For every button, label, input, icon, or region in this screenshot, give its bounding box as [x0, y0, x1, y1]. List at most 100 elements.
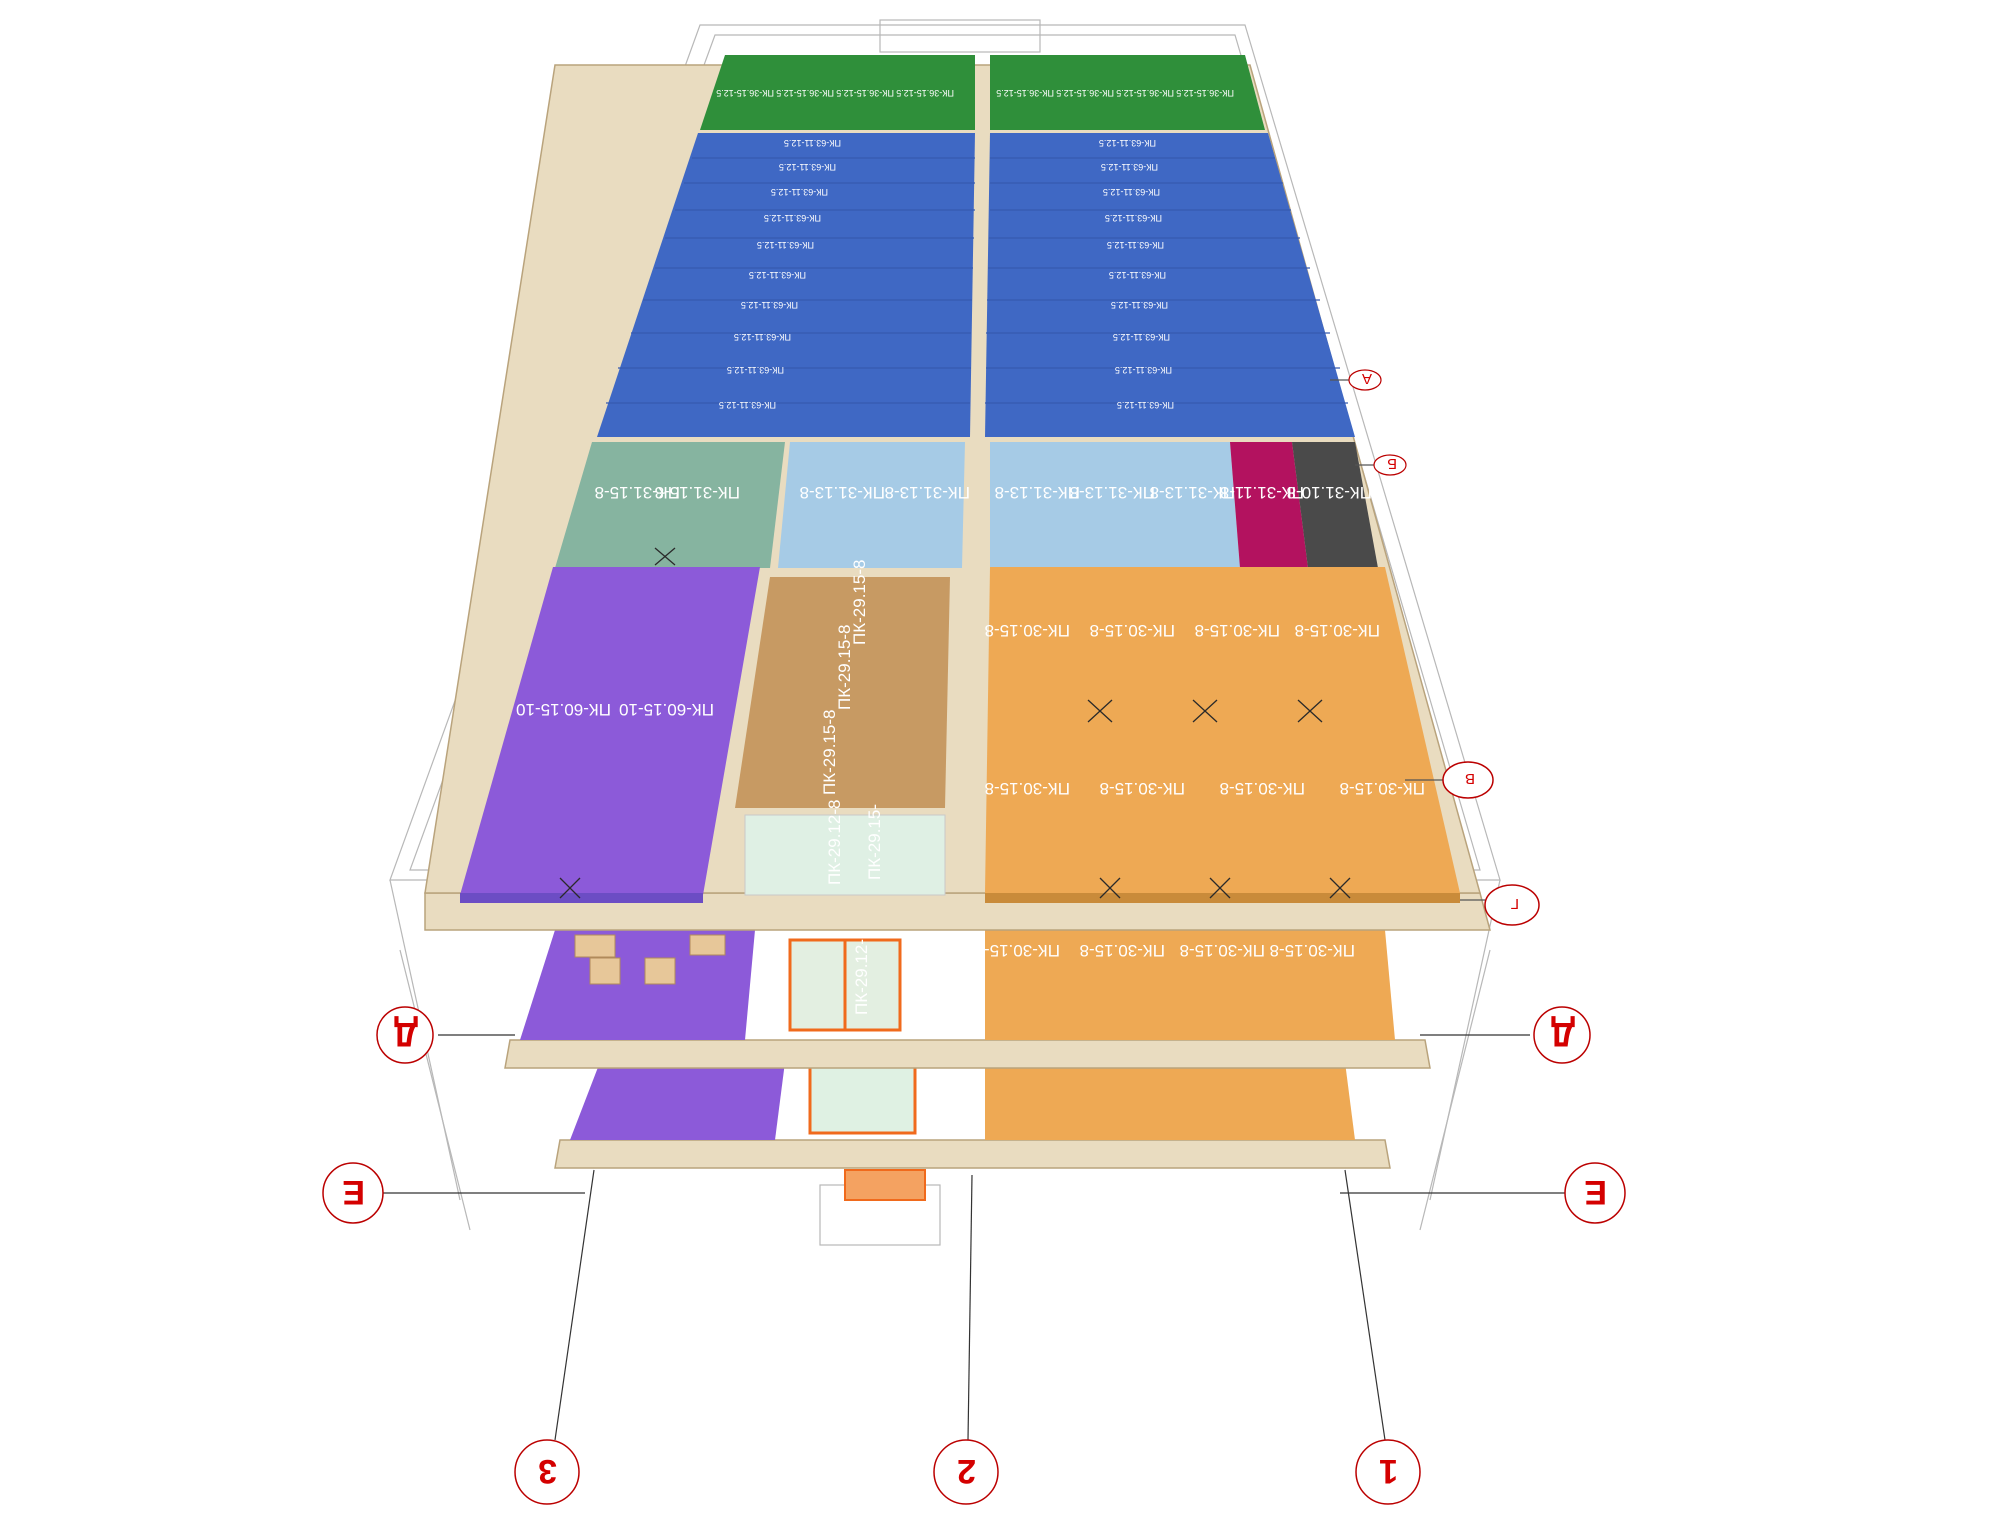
axis-a-bubble	[1348, 369, 1382, 391]
blue-left-label-10: ПК-63.11-12.5	[719, 400, 776, 410]
slab-purple-top	[460, 567, 760, 895]
axis-v-label: В	[1465, 770, 1475, 787]
axis-1-bubble	[1355, 1439, 1421, 1505]
top-floor-labels: ПК-60.15-10 ПК-60.15-10 ПК-29.15-8 ПК-29…	[516, 560, 1425, 885]
axis-b-label: Б	[1387, 455, 1397, 472]
orange-floor2-label-1: ПК-30.15-8	[975, 941, 1060, 960]
orange-lower-label-4: ПК-30.15-8	[1340, 779, 1425, 798]
brown-label-3: ПК-29.15-8	[820, 710, 839, 795]
green-label-5: ПК-36.15-12.5	[996, 88, 1054, 98]
axis-b-bubble	[1373, 454, 1407, 476]
blue-slab-seams	[606, 157, 1348, 404]
blue-right-label-4: ПК-63.11-12.5	[1105, 213, 1162, 223]
orange-lower-label-3: ПК-30.15-8	[1220, 779, 1305, 798]
green-label-2: ПК-36.15-12.5	[776, 88, 834, 98]
axis-d-right-label: Д	[1551, 1015, 1575, 1053]
green-label-7: ПК-36.15-12.5	[1116, 88, 1174, 98]
light-blue-left-label-2: ПК-31.13-8	[885, 483, 970, 502]
slab-hollow-edges	[460, 893, 703, 903]
middle-row-labels: ПК-31.15-8 ПК-31.15-8 ПК-31.13-8 ПК-31.1…	[595, 483, 1372, 502]
floor-3-lower	[554, 1062, 1391, 1201]
axis-e-right-label: Е	[1584, 1173, 1607, 1211]
green-label-6: ПК-36.15-12.5	[1056, 88, 1114, 98]
axis-g-label: Г	[1511, 895, 1519, 912]
blue-right-label-9: ПК-63.11-12.5	[1115, 365, 1172, 375]
slab-light-blue-right	[990, 442, 1240, 568]
green-label-3: ПК-36.15-12.5	[836, 88, 894, 98]
slab-green-left	[700, 55, 975, 130]
blue-left-label-7: ПК-63.11-12.5	[741, 300, 798, 310]
axis-2-bubble	[933, 1439, 999, 1505]
blue-right-label-7: ПК-63.11-12.5	[1111, 300, 1168, 310]
blue-left-label-6: ПК-63.11-12.5	[749, 270, 806, 280]
blue-right-label-1: ПК-63.11-12.5	[1099, 138, 1156, 148]
axis-g-bubble	[1484, 884, 1540, 926]
stair-core	[744, 814, 946, 896]
green-labels: ПК-36.15-12.5 ПК-36.15-12.5 ПК-36.15-12.…	[716, 88, 1234, 98]
axis-v-bubble	[1442, 761, 1494, 799]
brown-lower-label-1: ПК-29.12-8	[825, 800, 844, 885]
floor-2: ПК-30.15-8 ПК-30.15-8 ПК-30.15-8 ПК-30.1…	[504, 930, 1431, 1069]
axis-3-bubble	[514, 1439, 580, 1505]
light-blue-left-label-1: ПК-31.13-8	[800, 483, 885, 502]
brown-label-2: ПК-29.15-8	[835, 625, 854, 710]
axis-3-label: 3	[538, 1452, 557, 1490]
slab-blue-left	[597, 133, 975, 437]
magenta-label: ПК-31.11-8	[1220, 483, 1304, 502]
orange-upper-label-1: ПК-30.15-8	[985, 621, 1070, 640]
light-blue-right-label-3: ПК-31.13-8	[1150, 483, 1235, 502]
slab-orange-top	[985, 567, 1460, 893]
teal-label-1: ПК-31.15-8	[595, 483, 680, 502]
light-blue-right-label-1: ПК-31.13-8	[995, 483, 1080, 502]
slab-green-right	[990, 55, 1265, 130]
blue-right-label-3: ПК-63.11-12.5	[1103, 187, 1160, 197]
orange-floor2-label-4: ПК-30.15-8	[1270, 941, 1355, 960]
axis-e-left-label: Е	[342, 1173, 365, 1211]
blue-left-label-1: ПК-63.11-12.5	[784, 138, 841, 148]
axis-1-label: 1	[1379, 1452, 1398, 1490]
axis-2-label: 2	[957, 1452, 976, 1490]
green-label-8: ПК-36.15-12.5	[1176, 88, 1234, 98]
axis-markers: А Б В Г Д Д Е Е 3 2 1	[322, 369, 1626, 1505]
brown-label-1: ПК-29.15-8	[850, 560, 869, 645]
orange-floor2-label-3: ПК-30.15-8	[1180, 941, 1265, 960]
axis-d-left-label: Д	[394, 1015, 418, 1053]
dark-label: ПК-31.10-8	[1287, 483, 1372, 502]
blue-right-labels: ПК-63.11-12.5 ПК-63.11-12.5 ПК-63.11-12.…	[1099, 138, 1174, 410]
blue-left-label-5: ПК-63.11-12.5	[757, 240, 814, 250]
green-label-4: ПК-36.15-12.5	[896, 88, 954, 98]
floor-1-top	[424, 55, 1491, 931]
axis-d-right-bubble	[1533, 1006, 1591, 1064]
purple-label-2: ПК-60.15-10	[619, 700, 714, 719]
blue-left-label-9: ПК-63.11-12.5	[727, 365, 784, 375]
blue-right-label-8: ПК-63.11-12.5	[1113, 332, 1170, 342]
blue-left-label-4: ПК-63.11-12.5	[764, 213, 821, 223]
window-floor3	[808, 1063, 917, 1135]
blue-right-label-2: ПК-63.11-12.5	[1101, 162, 1158, 172]
slab-teal	[555, 442, 785, 568]
orange-upper-label-4: ПК-30.15-8	[1295, 621, 1380, 640]
slab-dark	[1292, 442, 1378, 568]
axis-d-left-bubble	[376, 1006, 434, 1064]
teal-label-2: ПК-31.15-8	[655, 483, 740, 502]
light-blue-right-label-2: ПК-31.13-8	[1070, 483, 1155, 502]
axis-e-right-bubble	[1564, 1162, 1626, 1224]
slab-magenta	[1230, 442, 1308, 568]
orange-floor2-label-2: ПК-30.15-8	[1080, 941, 1165, 960]
slab-light-blue-left	[778, 442, 965, 568]
axis-e-left-bubble	[322, 1162, 384, 1224]
brown-lower-label-2: ПК-29.15-	[865, 804, 884, 880]
orange-lower-label-2: ПК-30.15-8	[1100, 779, 1185, 798]
green-label-1: ПК-36.15-12.5	[716, 88, 774, 98]
slab-brown-top	[735, 577, 950, 808]
brown-floor2-label: ПК-29.12-8	[852, 930, 871, 1015]
orange-lower-label-1: ПК-30.15-8	[985, 779, 1070, 798]
slab-purple-floor3	[570, 1062, 785, 1140]
orange-upper-label-2: ПК-30.15-8	[1090, 621, 1175, 640]
blue-right-label-10: ПК-63.11-12.5	[1117, 400, 1174, 410]
support-marks	[559, 547, 1351, 899]
orange-upper-label-3: ПК-30.15-8	[1195, 621, 1280, 640]
blue-right-label-6: ПК-63.11-12.5	[1109, 270, 1166, 280]
blue-left-label-3: ПК-63.11-12.5	[771, 187, 828, 197]
